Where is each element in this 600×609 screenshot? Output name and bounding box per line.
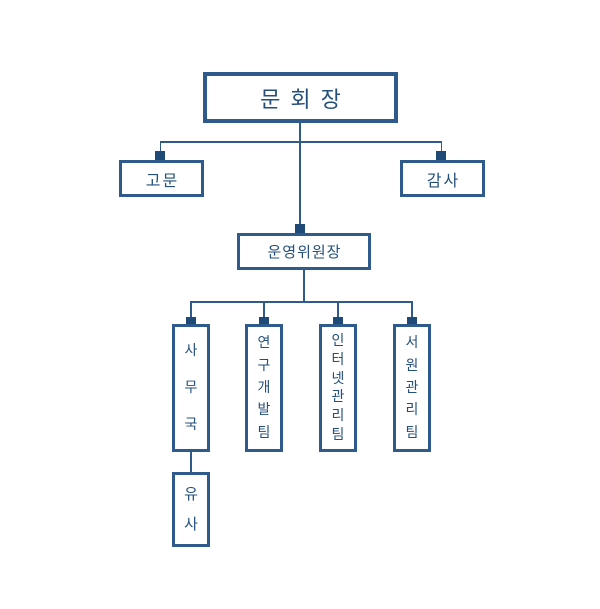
connector-drop-internet-team (337, 301, 339, 318)
connector-drop-auditor (440, 141, 443, 152)
node-advisor: 고문 (119, 160, 204, 197)
connector-drop-rnd-team (263, 301, 265, 318)
connector-level2-horizontal (160, 141, 442, 143)
connector-level3-horizontal (190, 301, 412, 303)
node-steering-chairman: 운영위원장 (237, 233, 371, 270)
connector-drop-secretariat (190, 301, 192, 318)
connector-secretariat-to-yusa (190, 451, 192, 473)
connector-steering-down (303, 269, 305, 302)
connector-square-internet-team (333, 317, 343, 326)
node-steering-chairman-label: 운영위원장 (267, 243, 342, 261)
connector-square-secretariat (186, 317, 196, 326)
connector-chairman-to-steering (299, 122, 301, 233)
connector-square-auditor (436, 151, 446, 160)
node-auditor: 감사 (400, 160, 485, 197)
node-chairman-label: 문회장 (260, 87, 351, 113)
connector-square-seowon-team (407, 317, 417, 326)
node-chairman: 문회장 (203, 72, 398, 123)
node-auditor-label: 감사 (426, 170, 461, 190)
connector-drop-seowon-team (411, 301, 413, 318)
connector-drop-advisor (159, 141, 161, 152)
node-advisor-label: 고문 (145, 170, 180, 190)
connector-square-advisor (155, 151, 165, 160)
connector-square-steering (295, 224, 305, 233)
connector-square-rnd-team (259, 317, 269, 326)
